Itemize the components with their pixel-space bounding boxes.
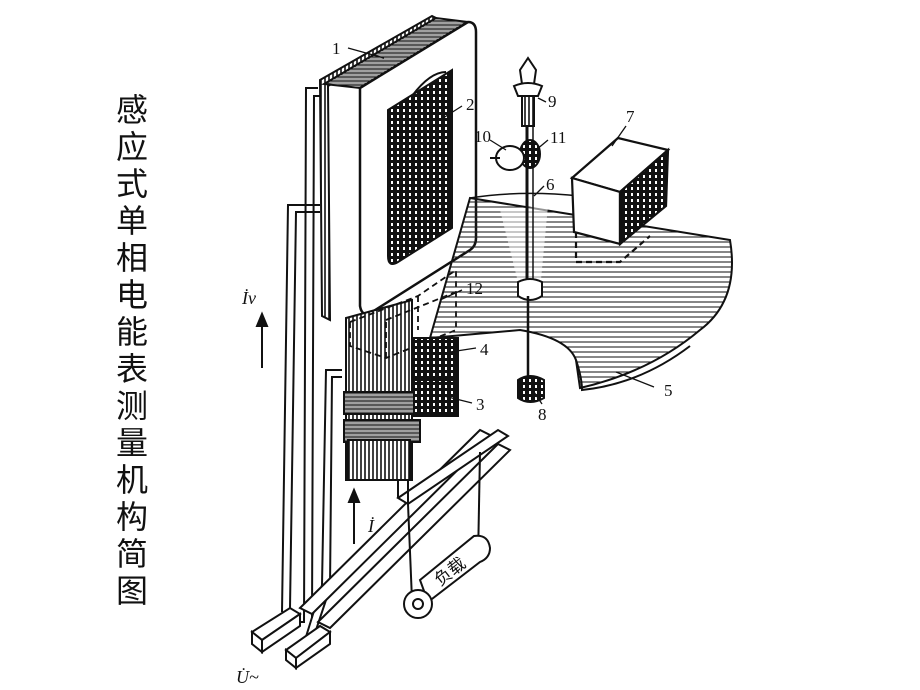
brake-magnet — [569, 136, 671, 264]
title-char: 表 — [115, 350, 148, 388]
leader-lines — [347, 47, 655, 405]
title-char: 应 — [115, 128, 148, 166]
title-char: 能 — [115, 313, 148, 351]
title-char: 电 — [115, 276, 148, 314]
title-char: 式 — [115, 165, 148, 203]
label-12: 12 — [466, 279, 483, 298]
label-1: 1 — [332, 39, 341, 58]
label-5: 5 — [664, 381, 673, 400]
label-7: 7 — [626, 107, 635, 126]
part-labels: 1 2 3 4 5 6 7 8 9 10 11 12 — [332, 39, 673, 424]
label-8: 8 — [538, 405, 547, 424]
signal-labels: İv İ U̇~ — [236, 288, 375, 687]
supply-terminals — [250, 606, 332, 671]
title-char: 构 — [115, 498, 148, 536]
title-char: 图 — [115, 572, 148, 610]
voltage-current-label: İv — [241, 288, 256, 308]
diagram-title: 感应式单相电能表测量机构简图 — [112, 92, 152, 610]
load-resistor — [403, 451, 492, 619]
current-arrows — [255, 311, 361, 544]
title-char: 简 — [115, 535, 148, 573]
label-10: 10 — [474, 127, 491, 146]
label-11: 11 — [550, 128, 566, 147]
current-core — [343, 337, 459, 481]
voltage-wires — [281, 87, 342, 643]
label-3: 3 — [476, 395, 485, 414]
current-bars — [298, 428, 512, 630]
title-char: 单 — [115, 202, 148, 240]
aluminium-disk — [428, 192, 733, 392]
title-char: 感 — [115, 91, 148, 129]
label-9: 9 — [548, 92, 557, 111]
title-char: 测 — [115, 387, 148, 425]
title-char: 量 — [115, 424, 148, 462]
label-4: 4 — [480, 340, 489, 359]
label-2: 2 — [466, 95, 475, 114]
title-char: 机 — [115, 461, 148, 499]
title-char: 相 — [115, 239, 148, 277]
load-current-label: İ — [367, 516, 375, 536]
supply-voltage-label: U̇~ — [236, 666, 259, 687]
label-6: 6 — [546, 175, 555, 194]
spindle — [490, 56, 545, 403]
